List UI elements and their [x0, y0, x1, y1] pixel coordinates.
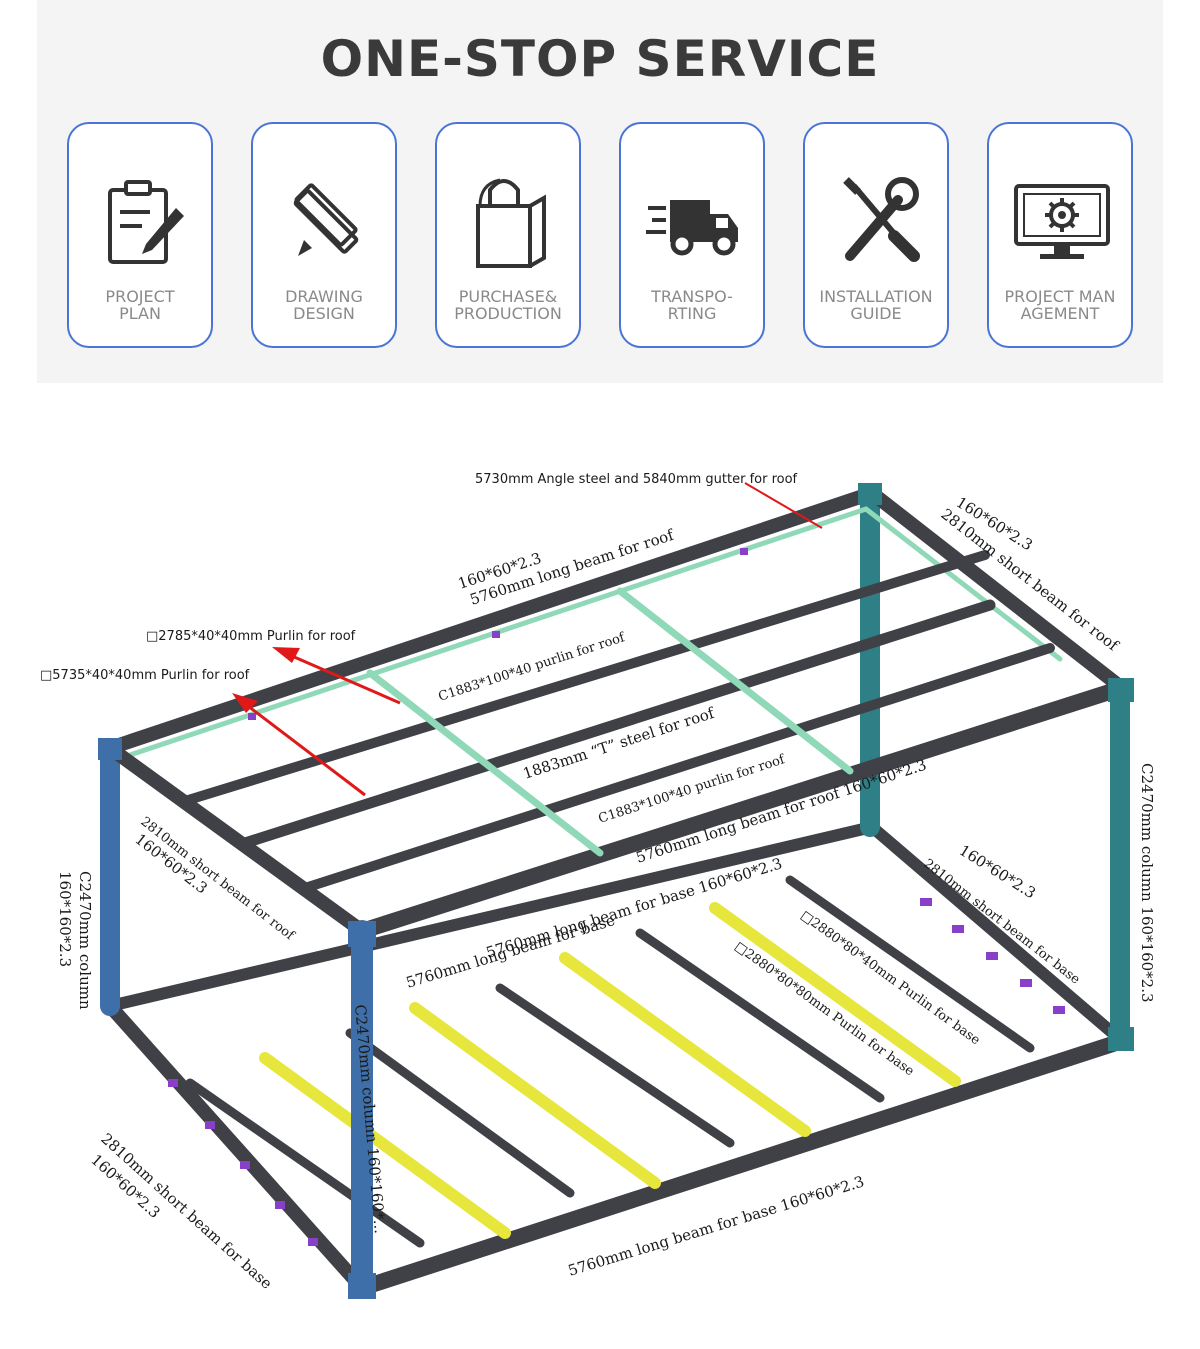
card-label: DRAWING DESIGN — [285, 287, 363, 323]
roof-t-steel — [616, 587, 854, 775]
base-yellow-purlin — [259, 1052, 511, 1239]
bracket — [920, 898, 932, 906]
card-project-plan: PROJECT PLAN — [67, 122, 213, 348]
bracket — [1020, 979, 1032, 987]
pencil-ruler-icon — [293, 183, 359, 256]
roof-t-steel — [366, 669, 604, 857]
bracket — [308, 1238, 318, 1246]
base-long-beam-back — [104, 821, 878, 1012]
card-purchase-production: PURCHASE& PRODUCTION — [435, 122, 581, 348]
base-cross-member — [345, 1028, 575, 1198]
base-long-beam-front — [354, 1033, 1130, 1296]
roof-purlin — [239, 599, 996, 849]
card-drawing-design: DRAWING DESIGN — [251, 122, 397, 348]
card-label: TRANSPO- RTING — [651, 287, 733, 323]
card-label: INSTALLATION GUIDE — [819, 287, 933, 323]
roof-long-beam-back — [103, 486, 879, 755]
shopping-bag-icon — [476, 178, 546, 268]
container-frame-diagram: 5730mm Angle steel and 5840mm gutter for… — [40, 472, 1156, 1299]
callout-arrows — [232, 482, 823, 797]
gutter-arrow — [744, 482, 823, 529]
bracket — [986, 952, 998, 960]
delivery-truck-icon — [646, 200, 738, 256]
diagram-labels: 5730mm Angle steel and 5840mm gutter for… — [40, 472, 1156, 1293]
roof-short-beam-left — [103, 741, 369, 938]
corner-fitting — [1108, 1027, 1134, 1051]
panel-title: ONE-STOP SERVICE — [320, 30, 880, 88]
card-transporting: TRANSPO- RTING — [619, 122, 765, 348]
base-yellow-purlin — [709, 902, 961, 1087]
base-yellow-purlin — [409, 1002, 661, 1189]
bracket — [275, 1201, 285, 1209]
label-column-left-size: 160*160*2.3 — [56, 871, 74, 967]
label-long-beam-base-front: 5760mm long beam for base 160*60*2.3 — [566, 1172, 866, 1279]
bracket — [168, 1079, 178, 1087]
card-installation-guide: INSTALLATION GUIDE — [803, 122, 949, 348]
label-column-right: C2470mm column 160*160*2.3 — [1138, 763, 1156, 1003]
bracket — [952, 925, 964, 933]
base-yellow-purlin — [559, 952, 811, 1137]
label-purlin-2785: □2785*40*40mm Purlin for roof — [146, 629, 356, 644]
label-column-left: C2470mm column — [76, 871, 94, 1010]
card-label: PROJECT MAN AGEMENT — [1004, 287, 1116, 323]
purlin-2785-arrow — [284, 651, 401, 705]
frame-steel — [98, 483, 1134, 1299]
corner-fitting — [1108, 678, 1134, 702]
card-label: PROJECT PLAN — [105, 287, 175, 323]
base-short-beam-right — [866, 821, 1128, 1047]
bracket — [1053, 1006, 1065, 1014]
brackets — [168, 548, 1065, 1246]
base-short-beam-left — [103, 999, 369, 1295]
one-stop-service-panel: ONE-STOP SERVICE PROJECT PLAN DRAWING DE… — [37, 0, 1163, 383]
wrench-screwdriver-icon — [843, 177, 920, 262]
corner-fitting — [348, 921, 376, 947]
base-cross-member — [635, 928, 885, 1103]
card-label: PURCHASE& PRODUCTION — [454, 287, 562, 323]
bracket — [240, 1161, 250, 1169]
bracket — [205, 1121, 215, 1129]
roof-long-beam-front — [354, 680, 1130, 939]
purlin-5735-arrow — [243, 701, 366, 797]
label-short-beam-roof-right: 2810mm short beam for roof — [938, 505, 1123, 655]
roof-short-beam-right — [865, 486, 1129, 695]
card-project-management: PROJECT MAN AGEMENT — [987, 122, 1133, 348]
corner-fitting — [348, 1273, 376, 1299]
roof-purlin — [300, 643, 1055, 893]
corner-fitting — [98, 738, 122, 760]
roof-t-steel-rail — [863, 506, 1063, 662]
bracket — [492, 631, 500, 638]
clipboard-pen-icon — [108, 180, 184, 264]
base-cross-member — [495, 983, 735, 1148]
base-cross-member — [185, 1078, 425, 1248]
label-purlin-5735: □5735*40*40mm Purlin for roof — [40, 668, 250, 683]
bracket — [740, 548, 748, 555]
label-gutter: 5730mm Angle steel and 5840mm gutter for… — [475, 472, 798, 487]
corner-fitting — [858, 483, 882, 505]
bracket — [248, 713, 256, 720]
monitor-gear-icon — [1014, 184, 1110, 259]
arrowhead — [272, 647, 300, 663]
arrowhead — [232, 693, 258, 713]
base-cross-member — [785, 875, 1035, 1053]
